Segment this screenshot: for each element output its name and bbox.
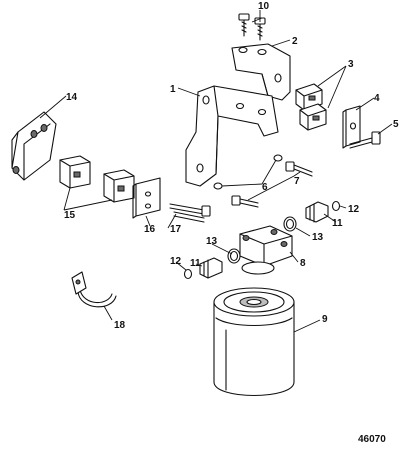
callout-17: 17	[170, 224, 182, 235]
part-3-isolator-blocks	[295, 83, 327, 131]
callout-13-left: 13	[206, 236, 218, 247]
part-2-upper-bracket	[231, 43, 291, 101]
part-9-filter-canister	[213, 287, 295, 396]
part-12-o-ring-left	[183, 268, 193, 280]
callout-18: 18	[114, 320, 126, 331]
callout-12-right: 12	[348, 204, 360, 215]
callout-16: 16	[144, 224, 156, 235]
callout-leaders	[39, 10, 393, 333]
part-13-o-ring-right	[283, 216, 297, 232]
callout-14: 14	[66, 92, 78, 103]
part-18-clamp	[71, 271, 117, 308]
callout-1: 1	[170, 84, 176, 95]
part-8-filter-head	[239, 225, 293, 275]
part-6-washers	[213, 154, 283, 190]
part-11-fitting-right	[305, 201, 329, 223]
part-11-fitting-left	[199, 257, 223, 279]
document-number: 46070	[358, 434, 386, 445]
part-13-o-ring-left	[227, 248, 241, 264]
callout-12-left: 12	[170, 256, 182, 267]
callout-7: 7	[294, 176, 300, 187]
callout-9: 9	[322, 314, 328, 325]
part-17-bolts	[169, 203, 211, 223]
callout-6: 6	[262, 182, 268, 193]
callout-8: 8	[300, 258, 306, 269]
callout-13-right: 13	[312, 232, 324, 243]
callout-labels: 10 2 3 1 14 4 5 6 7 11 12 13 15 16 17 13…	[64, 1, 399, 331]
callout-4: 4	[374, 93, 380, 104]
callout-11-right: 11	[332, 218, 343, 229]
part-12-o-ring-right	[331, 200, 341, 212]
callout-3: 3	[348, 59, 354, 70]
part-15-isolator-blocks	[59, 155, 135, 203]
part-4-plate	[342, 105, 361, 149]
callout-10: 10	[258, 1, 270, 12]
callout-15: 15	[64, 210, 76, 221]
part-10-screws	[238, 13, 266, 41]
callout-11-left: 11	[190, 258, 201, 269]
callout-5: 5	[393, 119, 399, 130]
part-5-bolt	[349, 131, 381, 149]
part-1-main-bracket	[185, 85, 279, 187]
part-16-plate	[132, 177, 161, 219]
part-14-side-bracket	[11, 111, 57, 181]
callout-2: 2	[292, 36, 298, 47]
part-7-bolts	[231, 161, 313, 208]
